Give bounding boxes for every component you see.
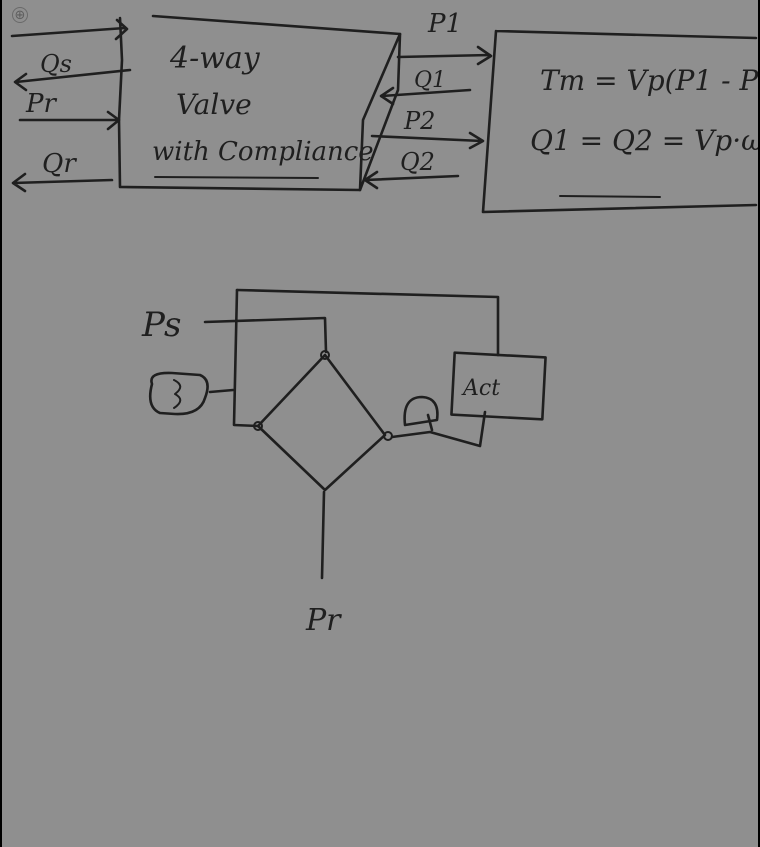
actuator-box: [450, 351, 547, 421]
signal-qr: Qr: [42, 149, 77, 179]
motor-equation-flow: Q1 = Q2 = Vp·ωm: [530, 124, 760, 157]
signal-p1: P1: [427, 9, 462, 39]
motor-equation-torque: Tm = Vp(P1 - P2): [540, 64, 760, 97]
valve-label-line1: 4-way: [169, 41, 261, 76]
actuator-label: Act: [461, 376, 500, 401]
signal-qs: Qs: [40, 50, 72, 78]
pressure-gauge-icon: [403, 395, 439, 432]
left-signal-arrows: [10, 18, 132, 193]
supply-pressure-label: Ps: [141, 305, 181, 345]
compliance-spring-icon: [148, 371, 209, 416]
motor-block: [481, 29, 758, 214]
signal-q1: Q1: [414, 68, 446, 93]
return-pressure-label: Pr: [305, 603, 342, 638]
right-signal-arrows: [363, 45, 493, 190]
valve-label-line3: with Compliance: [152, 137, 374, 167]
signal-p2: P2: [403, 107, 435, 135]
right-edge-border: [758, 0, 760, 847]
bridge-schematic: [203, 288, 500, 580]
signal-pr-top: Pr: [25, 89, 57, 119]
valve-label-underline: [154, 176, 319, 179]
zoom-icon[interactable]: ⊕: [12, 7, 28, 23]
valve-label-line2: Valve: [176, 88, 252, 121]
signal-q2: Q2: [400, 148, 435, 176]
